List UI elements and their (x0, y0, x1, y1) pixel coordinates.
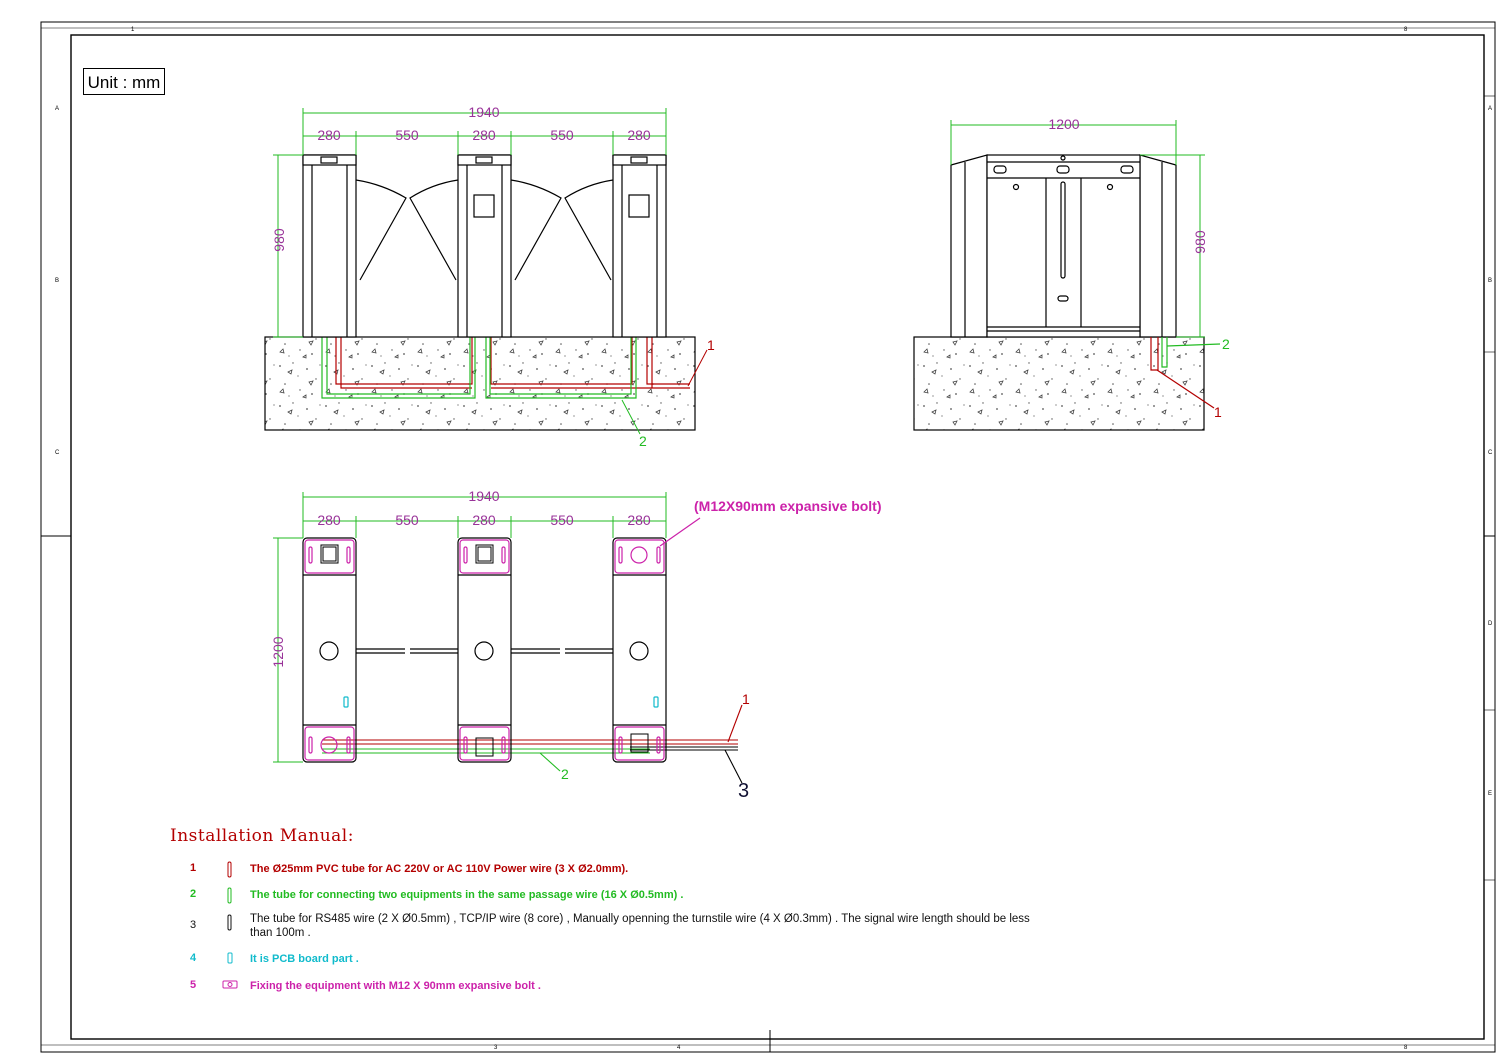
legend-item-signal-tube: 3 The tube for RS485 wire (2 X Ø0.5mm) ,… (190, 912, 1040, 940)
plan-segment-1: 280 (317, 512, 341, 528)
legend-number: 1 (190, 862, 197, 874)
side-tubes (1150, 337, 1221, 409)
left-mark: B (55, 278, 59, 284)
legend-item-pcb: 4 It is PCB board part . (190, 952, 1040, 966)
bottom-mark: 4 (677, 1045, 681, 1051)
bolt-note: (M12X90mm expansive bolt) (694, 498, 882, 514)
side-callout-1: 1 (1214, 404, 1222, 420)
right-mark: B (1488, 278, 1492, 284)
unit-label: Unit : mm (83, 68, 165, 95)
right-mark: D (1488, 621, 1493, 627)
plan-dimensions (273, 492, 667, 763)
post-left (302, 154, 357, 338)
bolt-symbol-icon (222, 980, 238, 989)
manual-title: Installation Manual: (170, 826, 354, 846)
front-dimensions (273, 108, 667, 338)
front-segment-2: 550 (395, 127, 419, 143)
front-dimension-labels: 1940 280 550 280 550 280 980 (271, 104, 651, 252)
plan-tubes (322, 704, 743, 784)
legend-number: 3 (190, 919, 197, 931)
front-segment-3: 280 (472, 127, 496, 143)
side-view: 1200 980 2 1 (913, 116, 1230, 431)
left-mark: C (55, 450, 60, 456)
front-segment-4: 550 (550, 127, 574, 143)
plan-callout-2: 2 (561, 766, 569, 782)
legend-number: 2 (190, 888, 197, 900)
left-mark: A (55, 106, 59, 112)
plan-pcb-parts (343, 696, 659, 708)
side-height: 980 (1192, 230, 1208, 254)
legend-item-bolt: 5 Fixing the equipment with M12 X 90mm e… (190, 979, 1040, 993)
pcb-symbol-icon (227, 952, 233, 964)
side-dimensions (950, 120, 1205, 338)
post-middle (457, 154, 512, 338)
plan-view: 1940 280 550 280 550 280 1200 (270, 488, 882, 802)
legend-symbols (222, 861, 238, 989)
front-link-tube (321, 337, 637, 399)
legend-text: The tube for connecting two equipments i… (250, 889, 684, 901)
plan-segment-3: 280 (472, 512, 496, 528)
right-mark: C (1488, 450, 1493, 456)
front-segment-5: 280 (627, 127, 651, 143)
drawing-frame (40, 21, 1496, 1053)
right-mark: E (1488, 791, 1492, 797)
bottom-mark: 3 (494, 1045, 498, 1051)
front-total-width: 1940 (468, 104, 499, 120)
side-concrete-slab (913, 336, 1205, 431)
tube-symbol-red-icon (227, 861, 232, 878)
side-width: 1200 (1048, 116, 1079, 132)
front-flaps (355, 179, 614, 281)
plan-total-width: 1940 (468, 488, 499, 504)
front-segment-1: 280 (317, 127, 341, 143)
plan-bolt-plates (304, 517, 701, 761)
legend-number: 4 (190, 952, 197, 964)
top-mark: 8 (1404, 27, 1408, 33)
tube-symbol-green-icon (227, 887, 232, 904)
plan-bolt-boxes (320, 544, 649, 757)
front-leaders (621, 349, 708, 435)
plan-dimension-labels: 1940 280 550 280 550 280 1200 (270, 488, 651, 668)
legend-number: 5 (190, 979, 197, 991)
front-view: 1940 280 550 280 550 280 980 1 2 (264, 104, 715, 449)
front-callout-1: 1 (707, 337, 715, 353)
post-right (612, 154, 667, 338)
plan-segment-5: 280 (627, 512, 651, 528)
side-callout-2: 2 (1222, 336, 1230, 352)
front-power-tube (335, 337, 690, 389)
right-mark: A (1488, 106, 1492, 112)
legend-text: The tube for RS485 wire (2 X Ø0.5mm) , T… (250, 913, 1030, 939)
legend-text: It is PCB board part . (250, 953, 359, 965)
legend-item-link-tube: 2 The tube for connecting two equipments… (190, 888, 1040, 902)
tube-symbol-black-icon (227, 914, 232, 931)
plan-depth: 1200 (270, 636, 286, 667)
legend-text: Fixing the equipment with M12 X 90mm exp… (250, 980, 541, 992)
bottom-mark: 8 (1404, 1045, 1408, 1051)
legend-item-power-tube: 1 The Ø25mm PVC tube for AC 220V or AC 1… (190, 862, 1040, 876)
plan-segment-2: 550 (395, 512, 419, 528)
front-height: 980 (271, 228, 287, 252)
frame-marks: 1 8 3 4 8 A B C A B C D E (55, 27, 1493, 1051)
front-callout-2: 2 (639, 433, 647, 449)
legend-text: The Ø25mm PVC tube for AC 220V or AC 110… (250, 863, 629, 875)
plan-segment-4: 550 (550, 512, 574, 528)
plan-callout-1: 1 (742, 691, 750, 707)
plan-cabinets (302, 537, 667, 763)
side-body (950, 154, 1177, 338)
plan-callout-3: 3 (738, 780, 749, 802)
top-mark: 1 (131, 27, 135, 33)
front-posts (302, 154, 667, 338)
